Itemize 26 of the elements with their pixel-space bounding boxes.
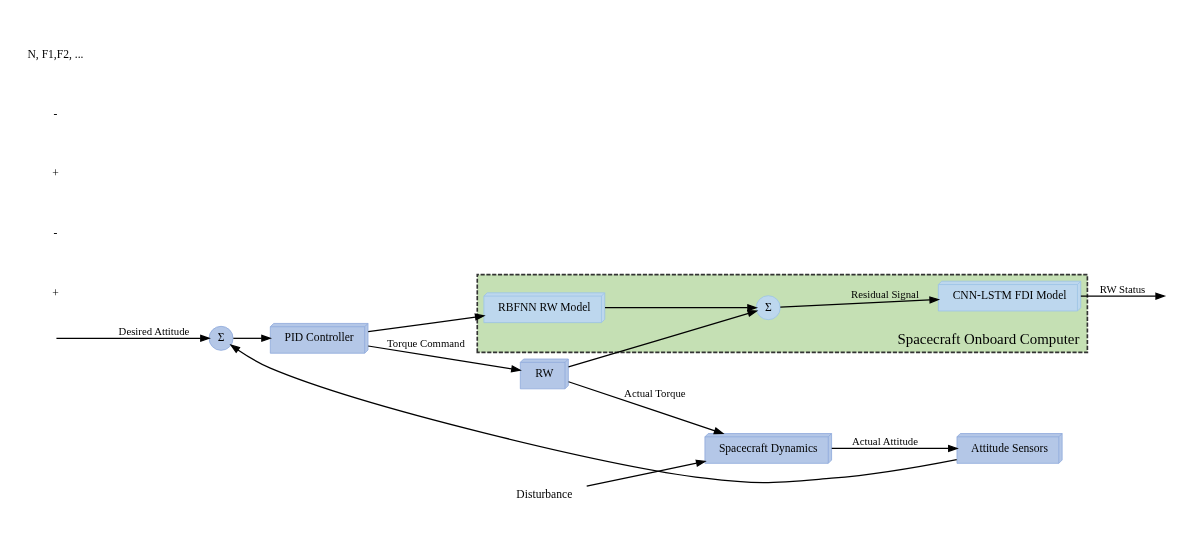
label: + [52,286,59,300]
edge-label: Desired Attitude [118,324,190,337]
arrow [567,309,759,368]
label: - [53,226,58,240]
arrow [604,303,758,311]
arrow [55,334,211,342]
edge-label: Residual Signal [851,287,919,300]
arrow [367,312,486,332]
node-circle: Σ [208,325,234,351]
arrow [232,334,272,342]
arrow [367,344,522,372]
arrow [567,380,725,434]
arrow [586,459,707,487]
arrow [1080,291,1167,300]
arrow [229,343,958,483]
edge-label: Torque Command [387,336,465,349]
arrow [831,444,959,452]
edge-label: Actual Torque [624,386,686,399]
edge-label: Actual Attitude [851,434,918,447]
label: N, F1,F2, ... [27,47,84,61]
edge-label: RW Status [1099,282,1146,295]
node-text: Disturbance [516,487,573,501]
label: + [52,166,59,180]
node-circle: Σ [755,294,781,320]
label: - [53,107,58,121]
arrow [779,295,941,308]
